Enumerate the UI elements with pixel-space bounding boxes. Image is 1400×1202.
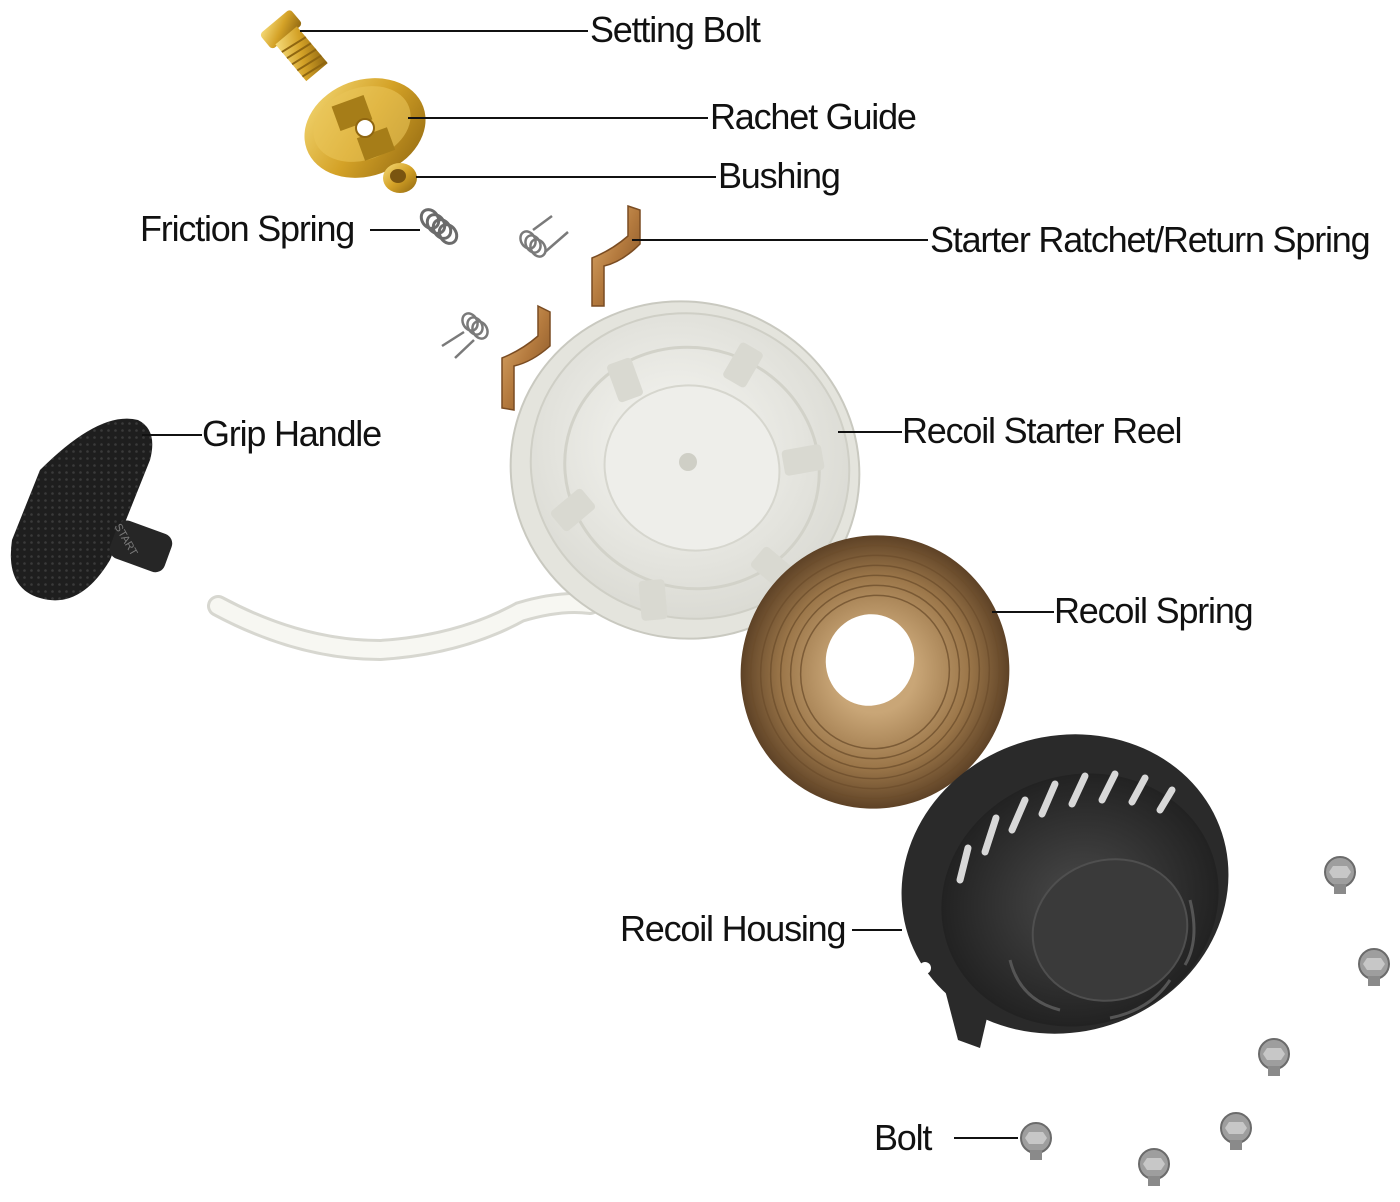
bolt-4: [1220, 1112, 1252, 1150]
bolt-6: [1138, 1148, 1170, 1186]
starter-ratchet-lower: [501, 304, 551, 411]
recoil-spring-part: [740, 535, 1010, 809]
recoil-starter-reel-part: [207, 300, 861, 662]
leader-lines: [142, 30, 1054, 1139]
label-bolt: Bolt: [874, 1117, 932, 1158]
setting-bolt-part: [260, 10, 328, 82]
bolt-3: [1258, 1038, 1290, 1076]
friction-spring-part: [419, 208, 459, 245]
label-recoil-housing: Recoil Housing: [620, 908, 847, 949]
bolt-2: [1358, 948, 1390, 986]
rachet-guide-part: [304, 78, 426, 178]
label-grip-handle: Grip Handle: [202, 413, 382, 454]
return-spring-lower: [441, 312, 489, 359]
grip-handle-part: START: [10, 418, 173, 601]
label-recoil-spring: Recoil Spring: [1054, 590, 1254, 631]
label-starter-ratchet: Starter Ratchet/Return Spring: [930, 219, 1371, 260]
recoil-housing-part: [901, 734, 1229, 1048]
return-spring-upper: [519, 214, 569, 258]
bushing-part: [383, 163, 417, 193]
label-bushing: Bushing: [718, 155, 841, 196]
label-setting-bolt: Setting Bolt: [590, 9, 761, 50]
label-recoil-starter-reel: Recoil Starter Reel: [902, 410, 1183, 451]
starter-ratchet-upper: [591, 204, 641, 307]
bolt-5: [1020, 1122, 1052, 1160]
bolt-1: [1324, 856, 1356, 894]
label-rachet-guide: Rachet Guide: [710, 96, 917, 137]
label-friction-spring: Friction Spring: [140, 208, 355, 249]
